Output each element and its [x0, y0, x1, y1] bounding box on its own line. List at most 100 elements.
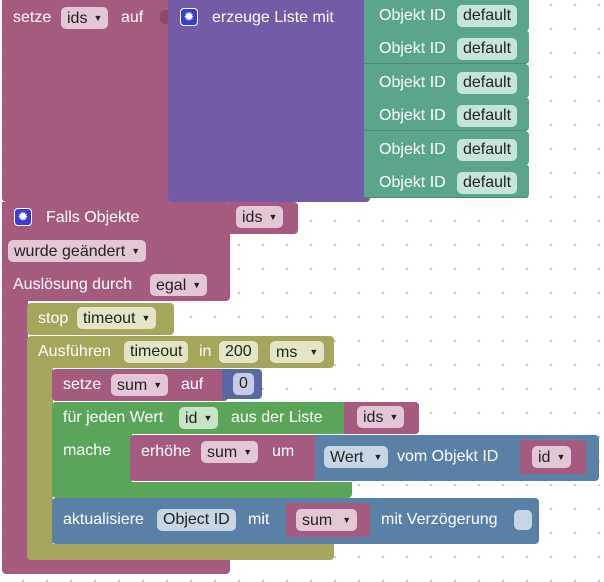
- for-each-label: für jeden Wert: [63, 409, 164, 426]
- update-object-value: Object ID: [163, 511, 230, 528]
- set-ids-to-label: auf: [121, 9, 144, 26]
- increment-variable-value: sum: [207, 444, 238, 461]
- chevron-down-icon: ▼: [203, 413, 213, 423]
- delay-input[interactable]: 200: [219, 341, 258, 363]
- object-id-value-field[interactable]: default: [457, 105, 518, 128]
- object-id-label: Objekt ID: [379, 40, 446, 58]
- object-id-label: Objekt ID: [379, 174, 446, 191]
- chevron-down-icon: ▼: [93, 13, 103, 23]
- set-ids-variable-dropdown[interactable]: ids ▼: [61, 7, 109, 29]
- chevron-down-icon: ▼: [309, 347, 319, 357]
- set-sum-label: setze: [63, 376, 102, 393]
- object-id-value-field[interactable]: default: [457, 138, 518, 161]
- chevron-down-icon: ▼: [153, 380, 163, 390]
- chevron-down-icon: ▼: [556, 452, 566, 462]
- object-id-value-field[interactable]: default: [457, 71, 518, 94]
- increment-variable-dropdown[interactable]: sum ▼: [201, 441, 259, 463]
- list-variable-dropdown[interactable]: ids ▼: [357, 406, 405, 428]
- stop-label: stop: [38, 310, 69, 327]
- object-id-value: default: [463, 40, 512, 58]
- gear-icon[interactable]: ✹: [180, 8, 198, 26]
- get-value-variable-value: id: [538, 449, 551, 466]
- for-each-body: [52, 430, 132, 486]
- object-id-item[interactable]: Objekt ID default: [364, 130, 529, 165]
- gear-icon[interactable]: ✹: [14, 208, 32, 226]
- sum-initial-value: 0: [239, 375, 248, 392]
- set-sum-variable-dropdown[interactable]: sum ▼: [111, 374, 169, 396]
- ack-value: egal: [156, 277, 187, 294]
- object-id-value: default: [463, 7, 512, 24]
- for-each-footer: [52, 482, 352, 498]
- set-ids-label: setze: [13, 9, 52, 26]
- create-list-block[interactable]: [168, 0, 370, 202]
- ack-label: Auslösung durch: [13, 276, 133, 293]
- condition-dropdown[interactable]: wurde geändert ▼: [8, 240, 147, 262]
- trigger-footer: [2, 558, 230, 574]
- set-sum-variable-value: sum: [117, 377, 148, 394]
- chevron-down-icon: ▼: [373, 452, 383, 462]
- stop-timeout-value: timeout: [83, 310, 136, 327]
- get-value-variable-dropdown[interactable]: id ▼: [532, 446, 572, 468]
- update-label: aktualisiere: [63, 511, 144, 528]
- object-id-item[interactable]: Objekt ID default: [364, 164, 529, 198]
- for-each-variable-value: id: [185, 410, 198, 427]
- chevron-down-icon: ▼: [141, 313, 151, 323]
- unit-dropdown[interactable]: ms ▼: [270, 341, 325, 363]
- condition-value: wurde geändert: [14, 243, 126, 260]
- sum-initial-input[interactable]: 0: [233, 373, 254, 395]
- run-in-label: in: [199, 343, 212, 360]
- set-ids-block[interactable]: [2, 0, 174, 202]
- object-id-value: default: [463, 174, 512, 191]
- list-variable-value: ids: [363, 409, 384, 426]
- object-id-item[interactable]: Objekt ID default: [364, 30, 529, 65]
- update-delay-checkbox[interactable]: [514, 510, 532, 530]
- object-id-item[interactable]: Objekt ID default: [364, 97, 529, 132]
- stop-timeout-dropdown[interactable]: timeout ▼: [77, 307, 157, 329]
- object-id-label: Objekt ID: [379, 140, 446, 158]
- run-timeout-variable-value: timeout: [130, 343, 183, 360]
- update-with-label: mit: [248, 511, 270, 528]
- unit-value: ms: [276, 344, 298, 361]
- run-timeout-variable-dropdown[interactable]: timeout: [124, 341, 189, 363]
- chevron-down-icon: ▼: [268, 212, 278, 222]
- object-id-item[interactable]: Objekt ID default: [364, 63, 529, 98]
- attribute-value: Wert: [330, 449, 364, 466]
- object-id-value-field[interactable]: default: [457, 5, 518, 27]
- run-timeout-footer: [27, 544, 334, 560]
- object-id-label: Objekt ID: [379, 7, 446, 24]
- object-id-value: default: [463, 140, 512, 158]
- update-variable-dropdown[interactable]: sum ▼: [296, 509, 358, 531]
- update-delay-label: mit Verzögerung: [381, 511, 498, 528]
- trigger-ids-value: ids: [242, 209, 263, 226]
- object-id-value: default: [463, 73, 512, 91]
- chevron-down-icon: ▼: [342, 515, 352, 525]
- for-each-variable-dropdown[interactable]: id ▼: [179, 407, 219, 429]
- create-list-label: erzeuge Liste mit: [212, 9, 334, 26]
- object-id-value: default: [463, 107, 512, 125]
- chevron-down-icon: ▼: [389, 412, 399, 422]
- chevron-down-icon: ▼: [131, 246, 141, 256]
- do-label: mache: [63, 442, 112, 459]
- run-timeout-spine: [27, 364, 53, 550]
- object-id-label: Objekt ID: [379, 107, 446, 125]
- chevron-down-icon: ▼: [243, 447, 253, 457]
- ack-dropdown[interactable]: egal ▼: [150, 274, 208, 296]
- object-id-value-field[interactable]: default: [457, 38, 518, 61]
- set-ids-input-notch: [160, 10, 168, 24]
- trigger-ids-dropdown[interactable]: ids ▼: [236, 206, 284, 228]
- object-id-item[interactable]: Objekt ID default: [364, 0, 529, 31]
- update-variable-value: sum: [302, 512, 333, 529]
- get-value-label: vom Objekt ID: [397, 448, 499, 465]
- object-id-value-field[interactable]: default: [457, 172, 518, 194]
- object-id-label: Objekt ID: [379, 73, 446, 91]
- delay-value: 200: [225, 343, 252, 360]
- increment-by-label: um: [272, 443, 295, 460]
- set-sum-to-label: auf: [181, 376, 204, 393]
- trigger-body-spine: [2, 298, 28, 566]
- run-label: Ausführen: [38, 343, 111, 360]
- chevron-down-icon: ▼: [192, 280, 202, 290]
- update-object-field[interactable]: Object ID: [157, 509, 236, 531]
- set-ids-variable-value: ids: [67, 10, 88, 27]
- trigger-label: Falls Objekte: [46, 209, 140, 226]
- attribute-dropdown[interactable]: Wert ▼: [324, 446, 389, 468]
